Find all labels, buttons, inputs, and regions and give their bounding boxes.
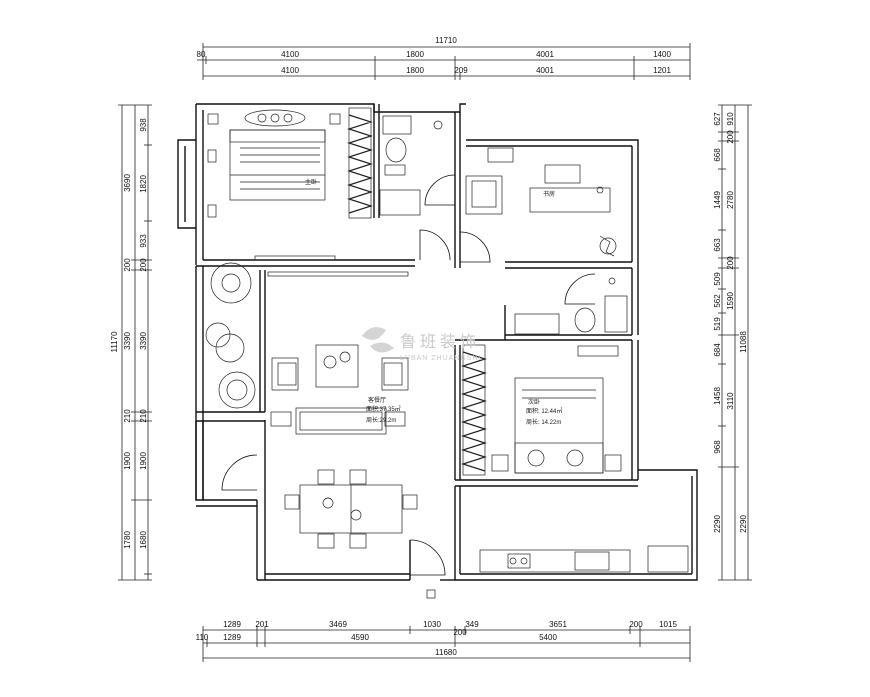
room-perimeter-second: 周长: 14.22m — [526, 418, 561, 426]
right-dimensions: 627 668 1449 663 200 509 562 519 684 145… — [713, 112, 748, 533]
top-dimensions: 11710 80 4100 1800 4001 1400 4100 1800 2… — [197, 36, 672, 75]
dim-right-mid: 910 — [726, 112, 735, 126]
dim-right-inner: 663 — [713, 238, 722, 252]
dim-bottom-r2: 5400 — [539, 633, 557, 642]
watermark: 鲁班装饰 LUBAN ZHUANGSHI — [362, 327, 482, 362]
dim-top-r1: 1400 — [653, 50, 671, 59]
dim-bottom-r1: 1289 — [223, 620, 241, 629]
dim-left-outer: 200 — [123, 258, 132, 272]
dim-bottom-r2: 1289 — [223, 633, 241, 642]
dim-left-outer: 1780 — [123, 531, 132, 549]
dim-left-outer: 210 — [123, 409, 132, 423]
dim-left-outer: 3690 — [123, 174, 132, 192]
room-labels: 主卧 书房 客餐厅 面积:37.35㎡ 周长:29.2m 次卧 面积: 12.4… — [305, 178, 562, 426]
room-perimeter-living: 周长:29.2m — [366, 416, 396, 424]
room-area-second: 面积: 12.44㎡ — [526, 407, 562, 415]
dim-top-r2: 209 — [454, 66, 468, 75]
dim-right-inner: 562 — [713, 294, 722, 308]
logo-icon — [362, 327, 394, 353]
dim-left-total: 11170 — [110, 331, 119, 353]
dim-right-inner: 627 — [713, 112, 722, 126]
dim-right-mid: 1590 — [726, 292, 735, 310]
room-label-second-bedroom: 次卧 — [528, 398, 540, 406]
dim-top-r1: 4100 — [281, 50, 299, 59]
doors — [221, 174, 596, 576]
dim-top-r1: 4001 — [536, 50, 554, 59]
dim-right-inner: 509 — [713, 272, 722, 286]
dim-right-inner: 968 — [713, 440, 722, 454]
dimension-lines — [118, 43, 752, 662]
dim-left-inner: 1680 — [139, 531, 148, 549]
watermark-brand-cn: 鲁班装饰 — [400, 333, 480, 351]
dim-bottom-r1: 201 — [255, 620, 269, 629]
room-label-master-bedroom: 主卧 — [305, 178, 317, 186]
room-label-study: 书房 — [543, 190, 555, 198]
walls — [177, 103, 698, 581]
room-label-living-dining: 客餐厅 — [368, 396, 386, 404]
dim-right-mid: 200 — [726, 130, 735, 144]
dim-right-total: 11088 — [739, 331, 748, 353]
dim-bottom-r2: 200 — [453, 628, 467, 637]
dim-top-r2: 4001 — [536, 66, 554, 75]
dim-top-r1: 1800 — [406, 50, 424, 59]
dim-bottom-r1: 200 — [629, 620, 643, 629]
left-dimensions: 3690 200 3390 210 1900 1780 11170 938 18… — [110, 118, 148, 549]
dim-bottom-total: 11680 — [435, 648, 457, 657]
dim-bottom-r1: 349 — [465, 620, 479, 629]
dim-left-inner: 210 — [139, 409, 148, 423]
dim-right-inner: 519 — [713, 317, 722, 331]
furniture — [205, 107, 689, 599]
dim-top-r1: 80 — [197, 50, 206, 59]
dim-left-inner: 1820 — [139, 175, 148, 193]
dim-top-r2: 1800 — [406, 66, 424, 75]
dim-bottom-r2: 110 — [196, 633, 209, 642]
watermark-brand-en: LUBAN ZHUANGSHI — [400, 355, 482, 362]
dim-right-inner: 1458 — [713, 387, 722, 405]
dim-bottom-r2: 4590 — [351, 633, 369, 642]
dim-right-inner: 2290 — [713, 515, 722, 533]
dim-bottom-r1: 3651 — [549, 620, 567, 629]
dim-top-r2: 4100 — [281, 66, 299, 75]
dim-left-inner: 933 — [139, 234, 148, 248]
dim-right-inner: 1449 — [713, 191, 722, 209]
dim-left-outer: 3390 — [123, 332, 132, 350]
dim-left-inner: 200 — [139, 258, 148, 272]
dim-left-inner: 1900 — [139, 452, 148, 470]
dim-top-total: 11710 — [435, 36, 457, 45]
dim-left-outer: 1900 — [123, 452, 132, 470]
dim-right-inner: 200 — [726, 256, 735, 270]
dim-bottom-r1: 3469 — [329, 620, 347, 629]
dim-top-r2: 1201 — [653, 66, 671, 75]
room-area-living: 面积:37.35㎡ — [366, 405, 401, 413]
dim-right-mid: 2780 — [726, 191, 735, 209]
dim-right-inner: 684 — [713, 343, 722, 357]
dim-right-mid: 3110 — [726, 392, 735, 410]
dim-bottom-r1: 1015 — [659, 620, 677, 629]
dim-right-mid: 2290 — [739, 515, 748, 533]
dim-left-inner: 3390 — [139, 332, 148, 350]
dim-bottom-r1: 1030 — [423, 620, 441, 629]
dim-right-inner: 668 — [713, 148, 722, 162]
dim-left-inner: 938 — [139, 118, 148, 132]
bottom-dimensions: 1289 201 3469 1030 349 3651 200 1015 110… — [196, 620, 678, 657]
